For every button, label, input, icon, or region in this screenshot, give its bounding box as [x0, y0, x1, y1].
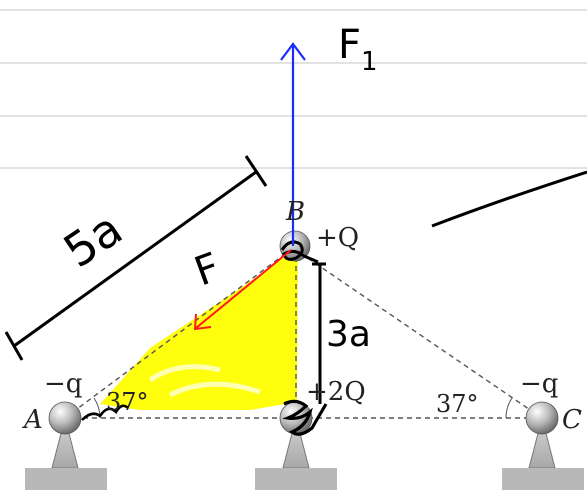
- dimension-5a: [4, 155, 268, 361]
- label-charge-mid: +2Q: [306, 377, 366, 407]
- angle-arc-c: [505, 397, 513, 419]
- support-mid: [255, 416, 337, 490]
- support-c: [502, 416, 584, 490]
- label-charge-a: −q: [44, 369, 82, 399]
- scribble-a: [81, 404, 129, 421]
- force-f-arrow: [193, 249, 292, 331]
- label-point-c: C: [562, 405, 582, 435]
- scribble-b: [280, 240, 319, 264]
- label-point-a: A: [22, 405, 43, 435]
- charge-ball-a: [48, 401, 82, 435]
- label-angle-c: 37°: [436, 390, 479, 418]
- label-f: F: [189, 244, 226, 295]
- label-charge-c: −q: [520, 369, 558, 399]
- charge-ball-c: [525, 401, 559, 435]
- label-5a: 5a: [54, 201, 132, 278]
- label-3a: 3a: [326, 314, 371, 355]
- label-point-b: B: [285, 197, 305, 227]
- highlighted-triangle: [100, 258, 298, 410]
- support-a: [25, 416, 107, 490]
- highlight-streaks: [148, 364, 261, 398]
- force-f1-arrow: [280, 42, 306, 246]
- label-f1: F1: [338, 22, 378, 77]
- label-charge-b: +Q: [316, 223, 359, 253]
- label-angle-a: 37°: [106, 388, 149, 416]
- dimension-3a: [312, 262, 326, 404]
- scribble-mid: [282, 399, 328, 436]
- stray-stroke: [431, 170, 587, 228]
